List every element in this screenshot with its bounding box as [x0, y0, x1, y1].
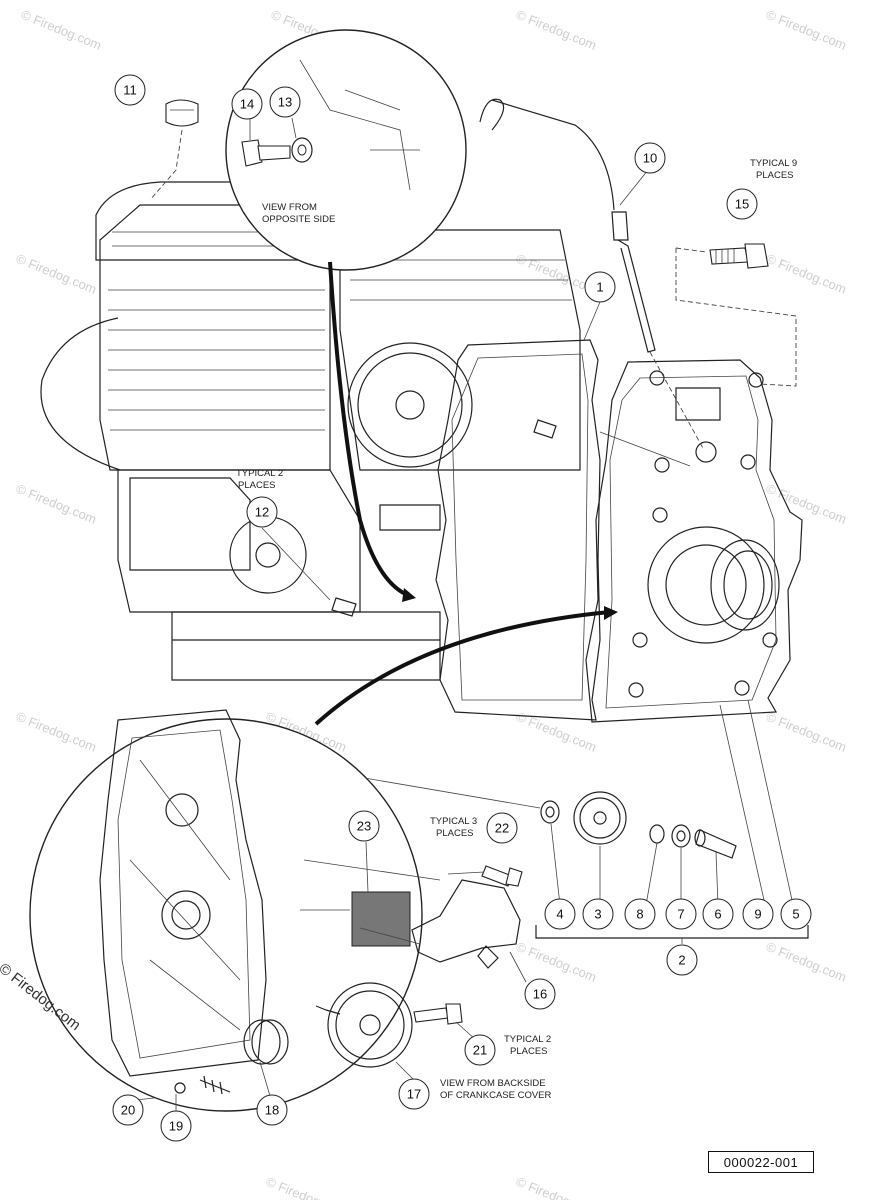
watermark: © Firedog.com: [764, 251, 849, 297]
svg-text:18: 18: [265, 1103, 279, 1118]
watermark: © Firedog.com: [14, 709, 99, 755]
dipstick: [479, 98, 705, 451]
svg-text:1: 1: [596, 280, 603, 295]
svg-text:13: 13: [278, 95, 292, 110]
callout-18: 18: [256, 1094, 288, 1126]
note-typical-2-lower: PLACES: [510, 1046, 548, 1057]
note-view-opposite: OPPOSITE SIDE: [262, 214, 335, 225]
note-typical-9: TYPICAL 9: [750, 158, 797, 169]
watermark: © Firedog.com: [764, 939, 849, 985]
note-view-backside: VIEW FROM BACKSIDE: [440, 1078, 546, 1089]
direction-arrows: [314, 261, 618, 726]
svg-text:11: 11: [123, 83, 137, 98]
svg-text:15: 15: [735, 197, 749, 212]
callout-11: 11: [114, 74, 146, 106]
watermark: © Firedog.com: [264, 1174, 349, 1200]
callout-1: 1: [584, 271, 616, 303]
note-typical-2-upper: PLACES: [238, 480, 276, 491]
leader-lines-upper: [261, 169, 793, 901]
svg-text:9: 9: [754, 907, 761, 922]
callout-8: 8: [624, 898, 656, 930]
oil-fill-cap: [149, 99, 199, 201]
callout-5: 5: [780, 898, 812, 930]
inset-view-backside: [29, 709, 527, 1112]
callout-9: 9: [742, 898, 774, 930]
note-typical-3: TYPICAL 3: [430, 816, 477, 827]
svg-text:5: 5: [792, 907, 799, 922]
governor-gear-parts: [305, 767, 809, 944]
svg-text:2: 2: [678, 953, 685, 968]
callout-13: 13: [269, 86, 301, 118]
callout-15: 15: [726, 188, 758, 220]
drawing-number-box: 000022-001: [708, 1151, 814, 1173]
svg-text:6: 6: [714, 907, 721, 922]
svg-text:23: 23: [357, 819, 371, 834]
svg-text:14: 14: [240, 97, 254, 112]
svg-text:21: 21: [473, 1043, 487, 1058]
watermark: © Firedog.com: [764, 709, 849, 755]
svg-text:20: 20: [121, 1103, 135, 1118]
callout-17: 17: [398, 1078, 430, 1110]
watermark: © Firedog.com: [19, 7, 104, 53]
watermark: © Firedog.com: [514, 939, 599, 985]
watermark: © Firedog.com: [14, 481, 99, 527]
callout-2: 2: [666, 944, 698, 976]
note-typical-3: PLACES: [436, 828, 474, 839]
svg-text:19: 19: [169, 1119, 183, 1134]
callout-21: 21: [464, 1034, 496, 1066]
callout-22: 22: [486, 812, 518, 844]
callout-16: 16: [524, 978, 556, 1010]
watermark: © Firedog.com: [764, 481, 849, 527]
watermark: © Firedog.com: [514, 1174, 599, 1200]
svg-text:16: 16: [533, 987, 547, 1002]
svg-text:22: 22: [495, 821, 509, 836]
note-view-backside: OF CRANKCASE COVER: [440, 1090, 552, 1101]
crankcase-cover: [585, 359, 803, 723]
svg-text:7: 7: [677, 907, 684, 922]
part-callouts: 1 2 3 4 5 6 7 8 9 10 11 12 13 14 15 16 1…: [112, 74, 812, 1142]
svg-text:8: 8: [636, 907, 643, 922]
svg-text:3: 3: [594, 907, 601, 922]
callout-20: 20: [112, 1094, 144, 1126]
inset-view-opposite-side: VIEW FROM OPPOSITE SIDE: [225, 29, 467, 271]
note-typical-9: PLACES: [756, 170, 794, 181]
cover-gasket: [435, 339, 601, 721]
callout-4: 4: [544, 898, 576, 930]
note-typical-2-lower: TYPICAL 2: [504, 1034, 551, 1045]
callout-6: 6: [702, 898, 734, 930]
callout-14: 14: [231, 88, 263, 120]
diagram-notes: TYPICAL 9 PLACES TYPICAL 2 PLACES TYPICA…: [236, 158, 797, 1101]
svg-text:12: 12: [255, 505, 269, 520]
svg-text:10: 10: [643, 151, 657, 166]
svg-text:17: 17: [407, 1087, 421, 1102]
callout-23: 23: [348, 810, 380, 842]
watermark: © Firedog.com: [514, 7, 599, 53]
callout-3: 3: [582, 898, 614, 930]
callout-10: 10: [634, 142, 666, 174]
note-typical-2-upper: TYPICAL 2: [236, 468, 283, 479]
cover-bolt-15: [675, 243, 797, 387]
callout-19: 19: [160, 1110, 192, 1142]
watermark: © Firedog.com: [764, 7, 849, 53]
svg-text:4: 4: [556, 907, 563, 922]
note-view-opposite: VIEW FROM: [262, 202, 317, 213]
watermark: © Firedog.com: [14, 251, 99, 297]
callout-7: 7: [665, 898, 697, 930]
callout-12: 12: [246, 496, 278, 528]
